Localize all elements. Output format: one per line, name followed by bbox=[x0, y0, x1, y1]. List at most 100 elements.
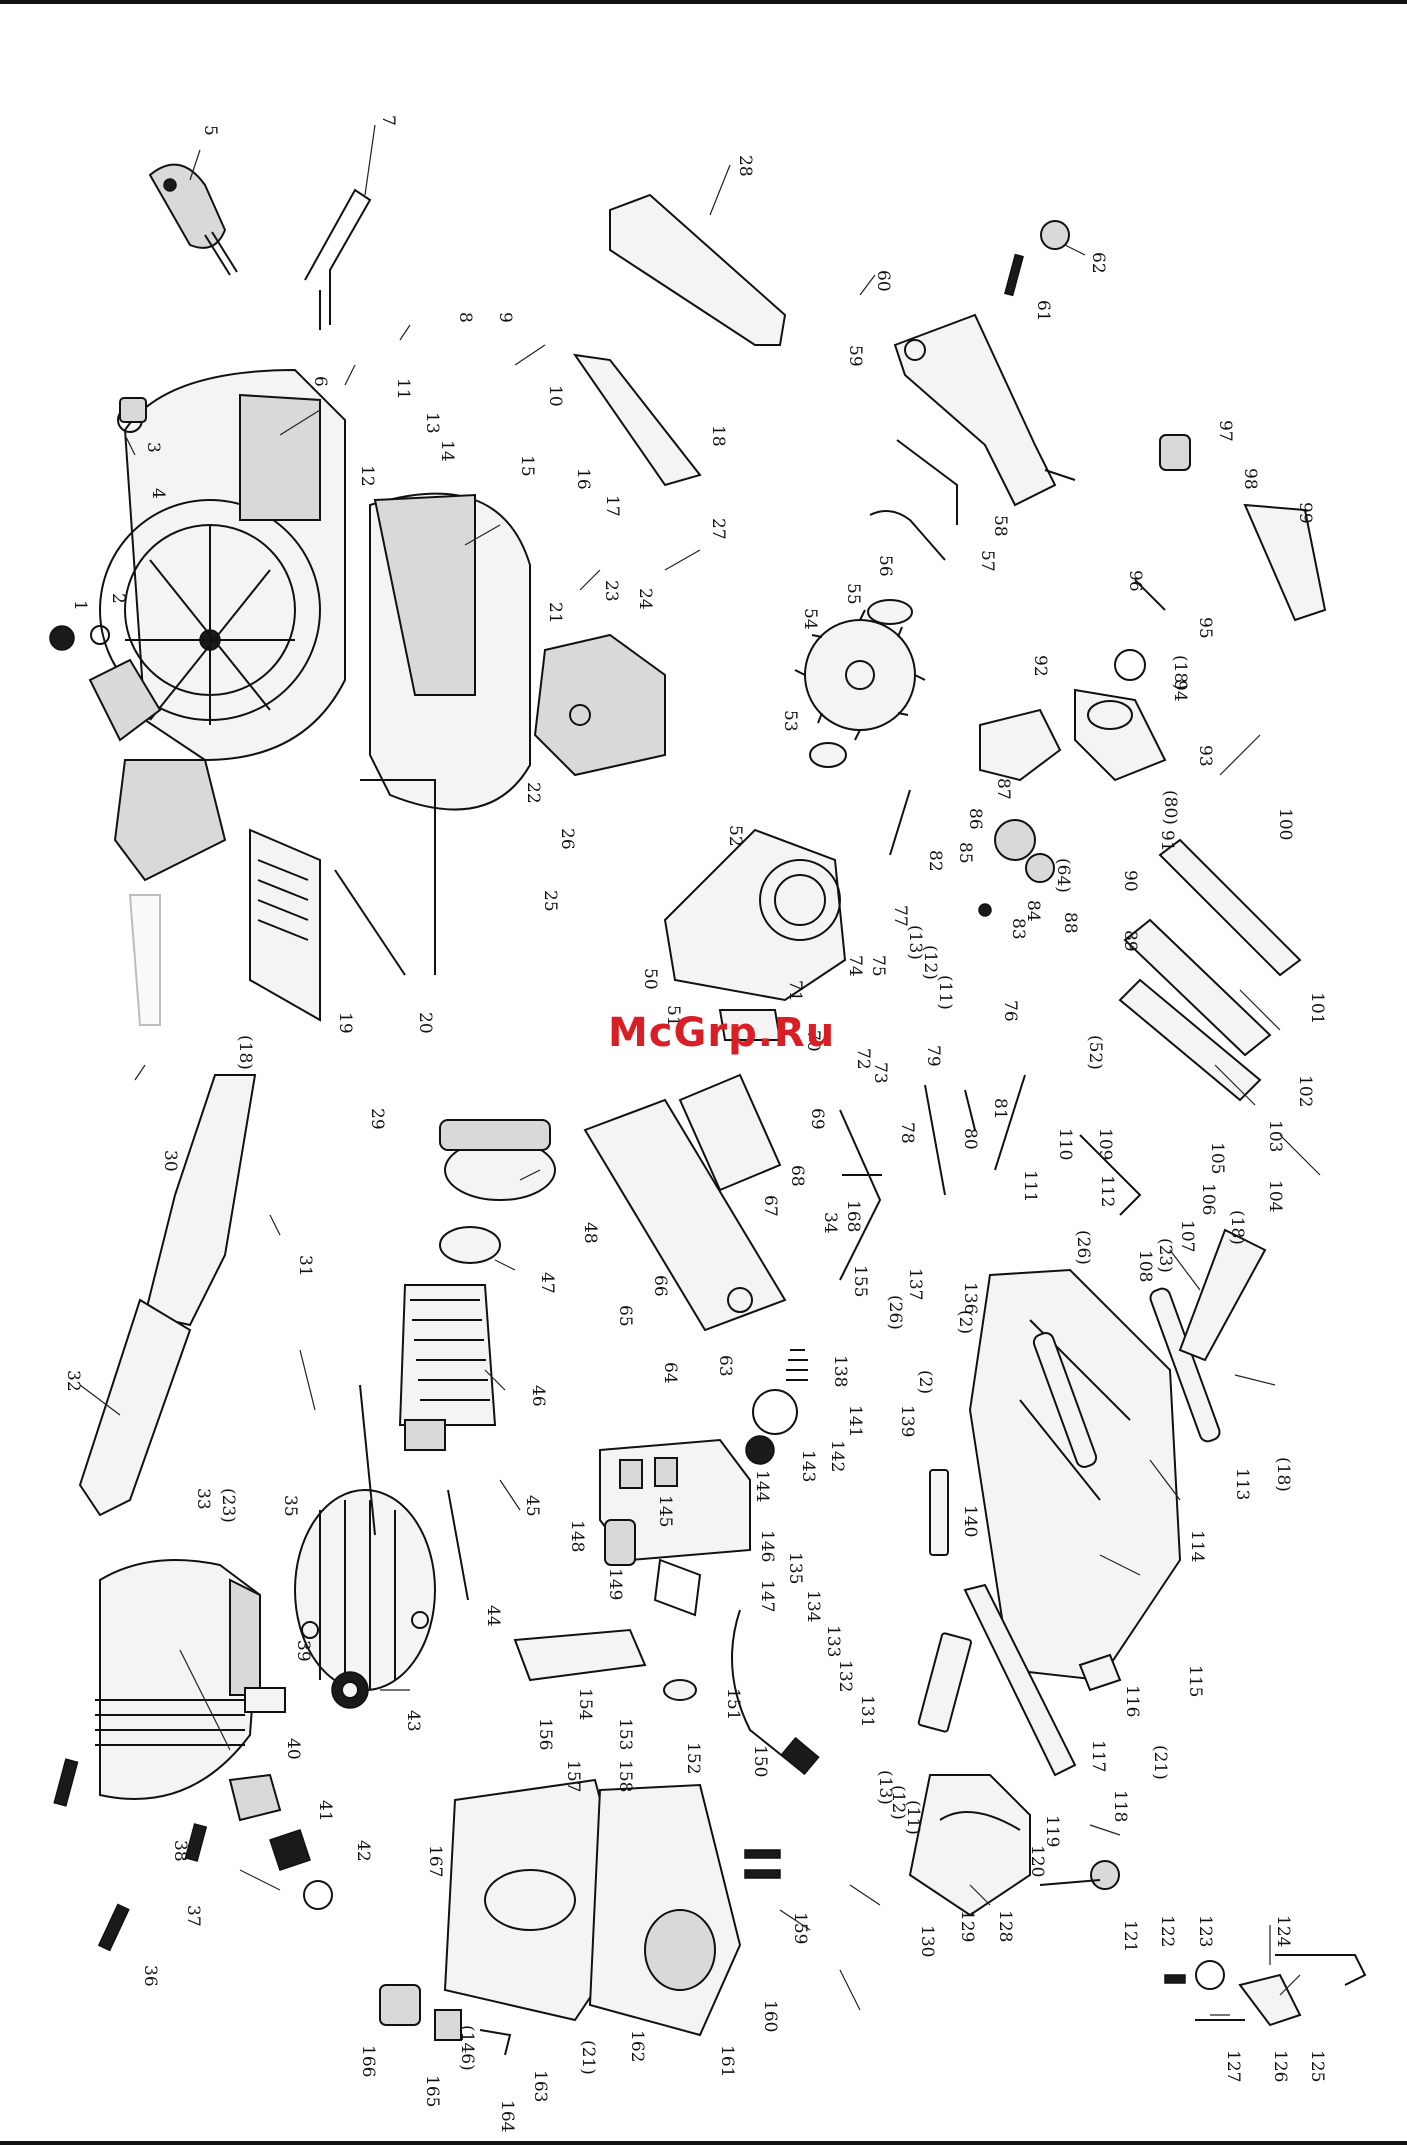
callout-125: 125 bbox=[1307, 2050, 1327, 2082]
lever-79 bbox=[924, 1084, 946, 1196]
callout-ref-11-b: (11) bbox=[903, 1800, 923, 1835]
callout-123: 123 bbox=[1195, 1915, 1215, 1947]
watermark: McGrp.Ru bbox=[608, 1010, 836, 1056]
callout-89: 89 bbox=[1120, 930, 1140, 952]
hex-key bbox=[896, 439, 958, 525]
callout-145: 145 bbox=[655, 1495, 675, 1527]
callout-154: 154 bbox=[575, 1688, 595, 1720]
lever-124 bbox=[1275, 1954, 1367, 1986]
callout-113: 113 bbox=[1232, 1468, 1252, 1500]
callout-81: 81 bbox=[990, 1098, 1010, 1120]
handle-knob bbox=[148, 163, 238, 276]
callout-ref-80: (80) bbox=[1160, 790, 1180, 825]
callout-104: 104 bbox=[1265, 1180, 1285, 1212]
callout-163: 163 bbox=[530, 2070, 550, 2102]
callout-103: 103 bbox=[1265, 1120, 1285, 1152]
callout-40: 40 bbox=[283, 1738, 303, 1760]
callout-67: 67 bbox=[760, 1195, 780, 1217]
callout-68: 68 bbox=[787, 1165, 807, 1187]
callout-122: 122 bbox=[1157, 1915, 1177, 1947]
callout-137: 137 bbox=[905, 1268, 925, 1300]
callout-1: 1 bbox=[70, 600, 90, 611]
callout-97: 97 bbox=[1215, 420, 1235, 442]
callout-130: 130 bbox=[917, 1925, 937, 1957]
callout-116: 116 bbox=[1122, 1685, 1142, 1717]
callout-70: 70 bbox=[803, 1030, 823, 1052]
motor-arm bbox=[663, 828, 847, 1002]
callout-ref-13-a: (13) bbox=[905, 925, 925, 960]
callout-8: 8 bbox=[455, 312, 475, 323]
callout-84: 84 bbox=[1023, 900, 1043, 922]
callout-21: 21 bbox=[545, 602, 565, 624]
washer bbox=[90, 625, 110, 645]
leader-lines bbox=[79, 124, 1321, 2016]
callout-ref-2-b: (2) bbox=[915, 1370, 935, 1394]
screw-159 bbox=[744, 1869, 781, 1879]
callout-75: 75 bbox=[868, 955, 888, 977]
callout-134: 134 bbox=[803, 1590, 823, 1622]
screw-122 bbox=[1164, 1974, 1186, 1984]
callout-66: 66 bbox=[650, 1275, 670, 1297]
callout-18: 18 bbox=[708, 425, 728, 447]
callout-65: 65 bbox=[615, 1305, 635, 1327]
fence-plate bbox=[572, 353, 702, 487]
callout-48: 48 bbox=[580, 1222, 600, 1244]
fence-117 bbox=[963, 1583, 1077, 1777]
callout-143: 143 bbox=[798, 1450, 818, 1482]
callout-ref-2-a: (2) bbox=[955, 1310, 975, 1334]
belt-cover bbox=[249, 828, 321, 1022]
callout-85: 85 bbox=[955, 842, 975, 864]
callout-ref-23-a: (23) bbox=[218, 1488, 238, 1523]
callout-160: 160 bbox=[760, 2000, 780, 2032]
callout-107: 107 bbox=[1177, 1220, 1197, 1252]
motor-housing bbox=[95, 1559, 262, 1800]
callout-132: 132 bbox=[835, 1660, 855, 1692]
callout-147: 147 bbox=[757, 1580, 777, 1612]
nut-143 bbox=[745, 1435, 775, 1465]
callout-7: 7 bbox=[378, 115, 398, 126]
callout-102: 102 bbox=[1295, 1075, 1315, 1107]
pivot-bracket-59 bbox=[893, 313, 1076, 507]
callout-157: 157 bbox=[563, 1760, 583, 1792]
callout-43: 43 bbox=[403, 1710, 423, 1732]
callout-128: 128 bbox=[995, 1910, 1015, 1942]
callout-32: 32 bbox=[63, 1370, 83, 1392]
callout-ref-146: (146) bbox=[457, 2025, 477, 2071]
callout-151: 151 bbox=[723, 1688, 743, 1720]
miter-scale-120 bbox=[908, 1774, 1031, 1917]
callout-158: 158 bbox=[615, 1760, 635, 1792]
callout-4: 4 bbox=[148, 488, 168, 499]
callout-5: 5 bbox=[200, 125, 220, 136]
callout-33: 33 bbox=[193, 1488, 213, 1510]
shaft-82 bbox=[889, 789, 911, 856]
callout-ref-26-a: (26) bbox=[885, 1295, 905, 1330]
callout-131: 131 bbox=[857, 1695, 877, 1727]
callout-55: 55 bbox=[843, 583, 863, 605]
callout-80: 80 bbox=[960, 1128, 980, 1150]
callout-148: 148 bbox=[567, 1520, 587, 1552]
callout-ref-26-b: (26) bbox=[1073, 1230, 1093, 1265]
callout-ref-13-b: (13) bbox=[875, 1770, 895, 1805]
callout-73: 73 bbox=[870, 1062, 890, 1084]
pin-95 bbox=[1134, 579, 1166, 611]
callout-159: 159 bbox=[790, 1912, 810, 1944]
top-rule bbox=[0, 0, 1407, 4]
callout-19: 19 bbox=[335, 1012, 355, 1034]
callout-ref-52: (52) bbox=[1085, 1035, 1105, 1070]
label-plate bbox=[244, 1687, 286, 1713]
callout-144: 144 bbox=[752, 1470, 772, 1502]
callout-149: 149 bbox=[605, 1568, 625, 1600]
screw-159b bbox=[744, 1849, 781, 1859]
callout-136: 136 bbox=[960, 1282, 980, 1314]
arm-100 bbox=[1158, 838, 1302, 977]
callout-22: 22 bbox=[523, 782, 543, 804]
callout-138: 138 bbox=[830, 1355, 850, 1387]
carry-handle bbox=[304, 188, 372, 330]
bushing bbox=[119, 397, 147, 423]
knob-62 bbox=[1040, 220, 1070, 250]
callout-54: 54 bbox=[800, 608, 820, 630]
screw-121 bbox=[1039, 1879, 1101, 1886]
callout-39: 39 bbox=[293, 1640, 313, 1662]
callout-87: 87 bbox=[993, 778, 1013, 800]
callout-16: 16 bbox=[573, 468, 593, 490]
